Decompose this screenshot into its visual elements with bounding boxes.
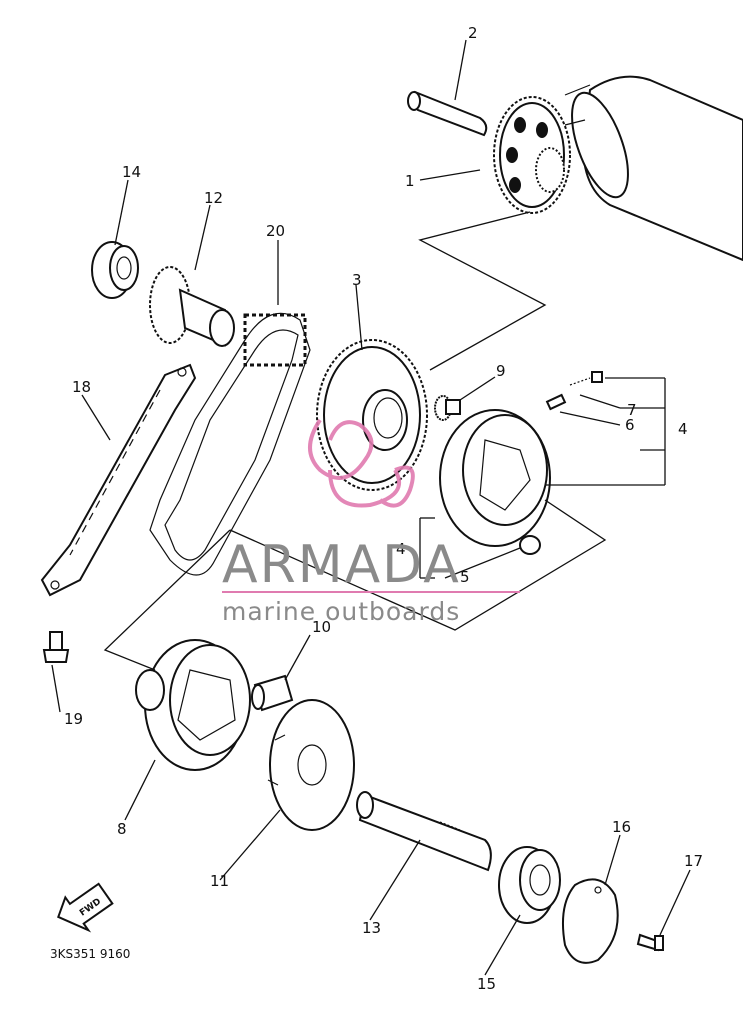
label-11: 11 [210, 872, 229, 890]
label-8: 8 [117, 820, 127, 838]
part-19-bolt [42, 631, 70, 663]
label-15: 15 [477, 975, 496, 993]
generator-housing [564, 75, 743, 262]
part-9-bolt [434, 395, 461, 421]
part-20-chain [149, 312, 311, 576]
armada-watermark: ARMADA marine outboards [222, 418, 520, 626]
part-15-bearing [498, 846, 561, 924]
label-5: 5 [460, 568, 470, 586]
label-10: 10 [312, 618, 331, 636]
part-11-plate [267, 699, 355, 831]
part-10-roller [251, 674, 294, 712]
watermark-brand: ARMADA [222, 535, 461, 595]
part-14-bearing [91, 241, 139, 299]
label-4a: 4 [678, 420, 688, 438]
part-18-chain-guide [40, 363, 197, 597]
label-12: 12 [204, 189, 223, 207]
label-17: 17 [684, 852, 703, 870]
label-13: 13 [362, 919, 381, 937]
label-7: 7 [627, 401, 637, 419]
part-16-plate [562, 878, 619, 964]
label-20: 20 [266, 222, 285, 240]
label-9: 9 [496, 362, 506, 380]
armada-logo-icon [308, 418, 415, 508]
fwd-arrow-icon: FWD [57, 882, 114, 933]
label-6: 6 [625, 416, 635, 434]
part-13-shaft [356, 791, 492, 872]
label-16: 16 [612, 818, 631, 836]
label-19: 19 [64, 710, 83, 728]
label-18: 18 [72, 378, 91, 396]
part-1-gear [493, 96, 571, 214]
leader-lines [51, 39, 691, 976]
part-12-sprocket-shaft [149, 266, 235, 347]
part-4-clutch-assembly [439, 371, 603, 555]
drawing-code: 3KS351 9160 [50, 947, 130, 961]
label-2: 2 [468, 24, 478, 42]
part-17-screw [636, 933, 664, 952]
part-8-starter-clutch [135, 639, 251, 771]
part-3-large-sprocket [316, 339, 428, 491]
label-1: 1 [405, 172, 415, 190]
label-4b: 4 [396, 540, 406, 558]
part-labels: 2 1 3 14 12 20 18 9 7 4 6 4 5 10 19 8 11… [64, 24, 703, 993]
part-2-shaft [407, 90, 488, 137]
label-14: 14 [122, 163, 141, 181]
watermark-tagline: marine outboards [222, 597, 460, 626]
label-3: 3 [352, 271, 362, 289]
